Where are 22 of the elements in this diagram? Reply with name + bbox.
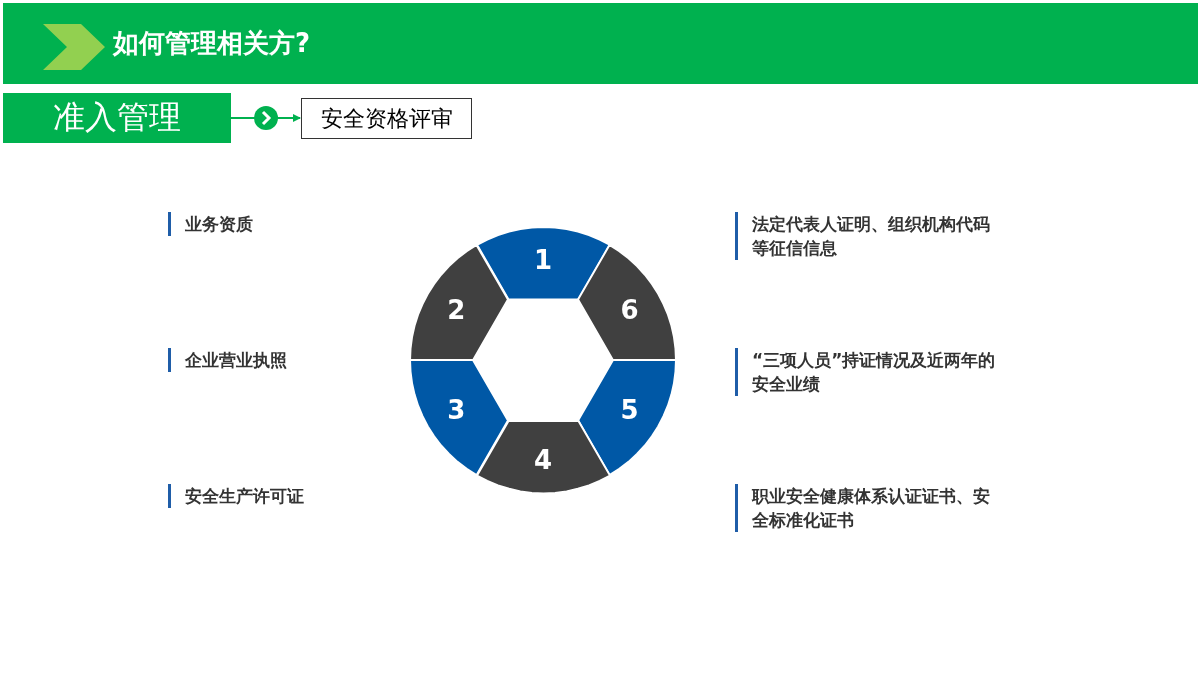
ring-segment	[476, 420, 610, 493]
requirement-text: 业务资质	[168, 212, 405, 236]
ring-segment	[410, 244, 508, 360]
segment-number: 3	[446, 394, 467, 426]
chevron-arrow	[230, 106, 301, 130]
segment-number: 6	[619, 294, 640, 326]
slide-title: 如何管理相关方?	[113, 27, 311, 60]
ring-segment	[476, 227, 610, 300]
requirement-text: 职业安全健康体系认证证书、安全标准化证书	[735, 484, 1002, 532]
label-box: 安全资格评审	[301, 98, 472, 139]
segment-number: 1	[532, 244, 554, 276]
segment-number: 4	[532, 444, 554, 476]
section-band: 准入管理	[3, 93, 231, 143]
requirement-text: “三项人员”持证情况及近两年的安全业绩	[735, 348, 1002, 396]
ring-segment	[578, 360, 676, 476]
requirement-text: 企业营业执照	[168, 348, 405, 372]
segment-number: 2	[446, 294, 467, 326]
requirement-text: 法定代表人证明、组织机构代码等征信信息	[735, 212, 1002, 260]
ring-segment	[410, 360, 508, 476]
ring-segment	[578, 244, 676, 360]
requirement-text: 安全生产许可证	[168, 484, 405, 508]
segment-number: 5	[619, 394, 640, 426]
